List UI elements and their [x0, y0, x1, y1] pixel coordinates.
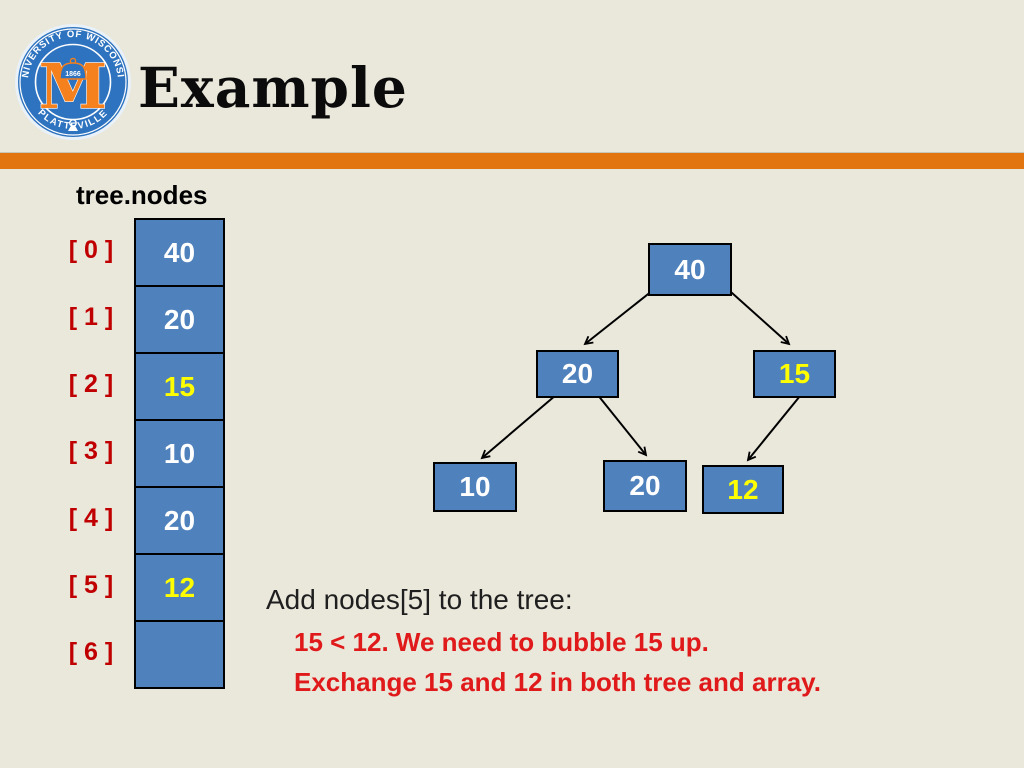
array-cell-4: 20 [134, 486, 225, 555]
array-panel: [ 0 ] 40 [ 1 ] 20 [ 2 ] 15 [ 3 ] 10 [ 4 … [69, 218, 225, 689]
array-index-5: [ 5 ] [68, 571, 114, 599]
tree-node-root: 40 [648, 243, 732, 296]
array-index-1: [ 1 ] [68, 303, 114, 331]
caption-line-1: Add nodes[5] to the tree: [266, 584, 573, 615]
array-cell-1: 20 [134, 285, 225, 354]
array-index-4: [ 4 ] [68, 504, 114, 532]
caption-block: Add nodes[5] to the tree: 15 < 12. We ne… [266, 583, 821, 698]
edge-right-rightleft [746, 395, 801, 462]
edge-root-right [721, 283, 791, 346]
array-panel-label: tree.nodes [76, 180, 208, 210]
tree-node-left-right-value: 20 [629, 470, 661, 501]
array-value-3: 10 [163, 437, 196, 469]
page-title: Example [138, 55, 408, 120]
tree-node-left-value: 20 [561, 358, 594, 389]
tree-node-left-left-value: 10 [459, 471, 491, 502]
tree-node-left-left: 10 [433, 462, 517, 512]
tree-node-root-value: 40 [674, 253, 706, 285]
seal-bell: 1866 [59, 57, 87, 80]
array-cell-5: 12 [134, 553, 225, 622]
array-cell-2: 15 [134, 352, 225, 421]
array-value-0: 40 [163, 236, 196, 268]
edge-left-leftright [596, 393, 648, 457]
array-value-5: 12 [163, 571, 196, 603]
array-value-4: 20 [163, 504, 196, 536]
array-index-0: [ 0 ] [68, 236, 114, 264]
array-index-2: [ 2 ] [68, 370, 114, 398]
edge-left-leftleft [480, 394, 557, 460]
seal-lamp-icon [68, 119, 78, 131]
seal-year: 1866 [65, 71, 81, 78]
array-cell-0: 40 [134, 218, 225, 287]
caption-line-2: 15 < 12. We need to bubble 15 up. [294, 626, 709, 657]
array-value-2: 15 [163, 370, 196, 402]
tree-node-right-left: 12 [702, 465, 784, 514]
array-index-6: [ 6 ] [68, 638, 114, 666]
tree-node-left: 20 [536, 350, 619, 398]
array-index-3: [ 3 ] [68, 437, 114, 465]
tree-node-right-left-value: 12 [727, 473, 759, 505]
tree-node-right-value: 15 [778, 358, 811, 389]
university-logo: UNIVERSITY OF WISCONSIN PLATTEVILLE M 18… [13, 22, 131, 140]
tree-node-left-right: 20 [603, 460, 687, 512]
seal-inner-disc [36, 45, 110, 119]
edge-root-left [583, 286, 658, 346]
accent-divider-bar [0, 152, 1024, 169]
tree-node-right: 15 [753, 350, 836, 398]
array-value-1: 20 [163, 303, 196, 335]
array-cell-6 [134, 620, 225, 689]
caption-line-3: Exchange 15 and 12 in both tree and arra… [294, 666, 821, 697]
array-cell-3: 10 [134, 419, 225, 488]
